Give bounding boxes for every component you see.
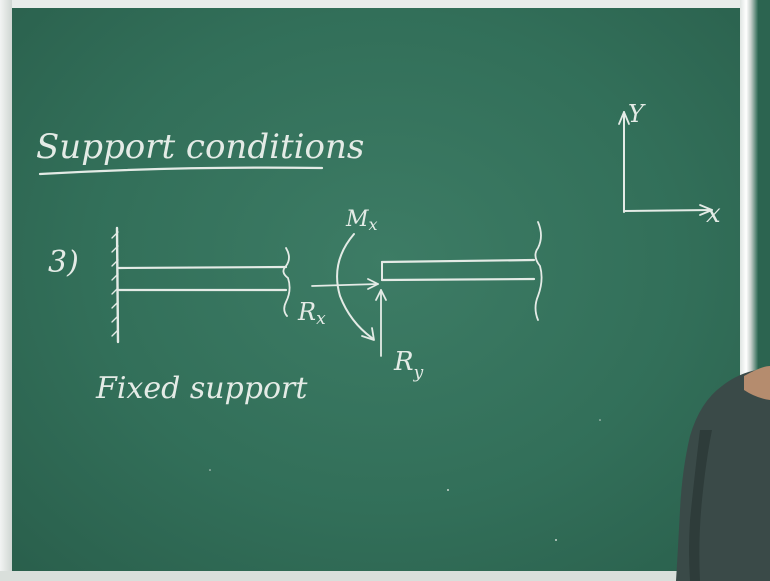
- coordinate-axes: [618, 111, 713, 216]
- board-frame-left: [0, 0, 12, 581]
- board-frame-top: [0, 0, 770, 8]
- axis-y-label: Y: [628, 100, 646, 128]
- support-label: Fixed support: [95, 371, 308, 406]
- moment-arc: [336, 233, 375, 341]
- fixed-wall: [111, 226, 120, 344]
- chalk-dust: [209, 419, 601, 541]
- heading-underline: [38, 166, 324, 176]
- board-frame-bottom: [0, 571, 770, 581]
- reaction-y-arrow: [375, 289, 387, 357]
- heading-text: Support conditions: [36, 127, 364, 167]
- reaction-x-arrow: [311, 278, 379, 290]
- free-body-beam: [380, 221, 543, 321]
- axis-x-label: x: [706, 199, 721, 229]
- item-number: 3): [48, 245, 79, 280]
- reaction-y-label: Ry: [393, 347, 424, 383]
- reaction-x-label: Rx: [297, 298, 326, 329]
- left-beam: [117, 247, 291, 317]
- moment-label: Mx: [345, 207, 378, 234]
